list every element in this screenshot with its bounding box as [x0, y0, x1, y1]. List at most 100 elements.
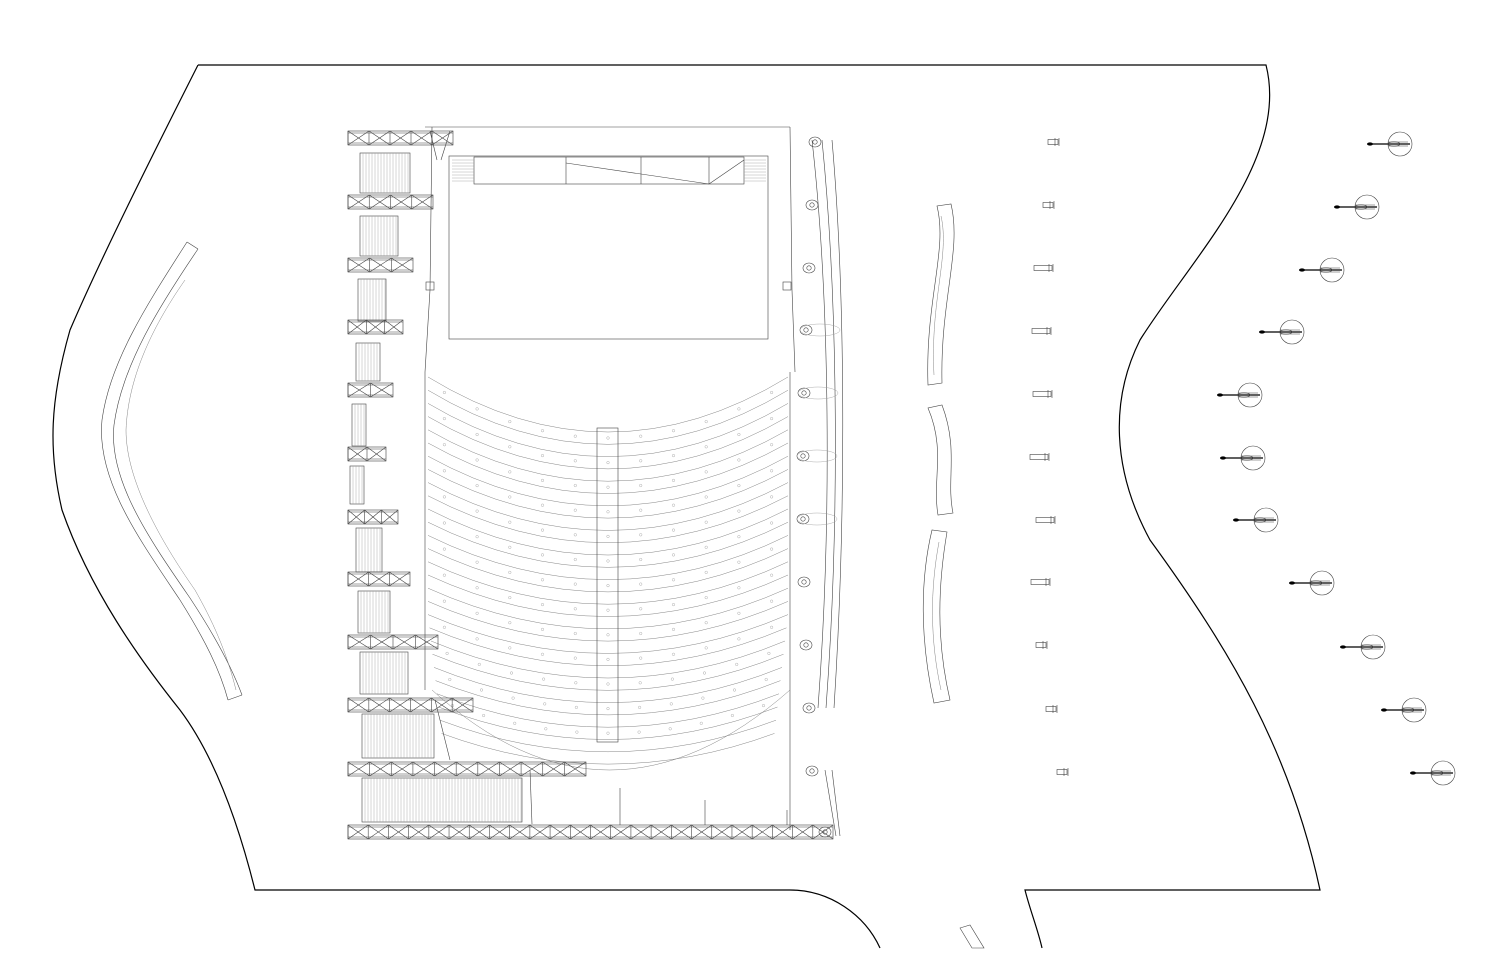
seat-marker	[511, 696, 515, 700]
tree-marker	[1217, 382, 1263, 408]
truss-tower	[347, 571, 411, 634]
site-boundary	[52, 64, 1321, 949]
seat-marker	[442, 625, 446, 629]
column-base	[797, 576, 811, 588]
seat-marker	[541, 578, 545, 582]
seating-row	[427, 521, 789, 568]
lighting-pole	[1042, 201, 1055, 209]
seat-marker	[704, 545, 708, 549]
seat-marker	[475, 407, 479, 411]
truss-tower	[347, 509, 399, 573]
seat-marker	[672, 603, 676, 607]
seat-marker	[606, 534, 610, 538]
seat-marker	[704, 495, 708, 499]
seating-row	[438, 706, 778, 740]
curved-bench-middle-3	[922, 529, 951, 704]
curved-bench-bottom	[959, 924, 985, 949]
seating-rows	[427, 376, 791, 771]
truss-tower	[347, 194, 434, 257]
tree-marker	[1299, 257, 1345, 283]
tree-marker	[1410, 760, 1456, 786]
seat-marker	[508, 420, 512, 424]
seat-marker	[508, 545, 512, 549]
column-base	[805, 765, 819, 777]
seat-marker	[508, 570, 512, 574]
seat-marker	[508, 520, 512, 524]
truss-tower	[347, 382, 394, 447]
truss-tower	[347, 257, 414, 322]
seating-row	[436, 693, 780, 728]
lighting-pole	[1030, 578, 1051, 586]
seating-row	[427, 535, 789, 580]
tree-marker	[1381, 697, 1427, 723]
seating-row	[427, 442, 789, 494]
seat-marker	[606, 657, 610, 661]
seat-marker	[704, 596, 708, 600]
lighting-pole	[1031, 327, 1052, 335]
truss-tower	[347, 130, 454, 194]
seating-row	[435, 680, 781, 716]
seat-marker	[541, 652, 545, 656]
seat-marker	[670, 677, 674, 681]
column-base	[796, 513, 810, 525]
seating-row	[427, 614, 789, 654]
seat-marker	[475, 509, 479, 513]
seat-marker	[770, 625, 774, 629]
seat-marker	[606, 510, 610, 514]
seat-marker	[704, 445, 708, 449]
seat-marker	[574, 681, 578, 685]
seat-marker	[703, 671, 707, 675]
seat-marker	[639, 632, 643, 636]
seat-marker	[480, 688, 484, 692]
column-base	[802, 262, 816, 274]
seating-row	[427, 508, 789, 556]
seat-marker	[606, 559, 610, 563]
tree-markers	[1217, 131, 1456, 786]
seat-marker	[543, 702, 547, 706]
seat-marker	[672, 503, 676, 507]
seat-marker	[573, 632, 577, 636]
seat-marker	[442, 547, 446, 551]
curved-bench-left	[101, 241, 243, 701]
seat-marker	[475, 637, 479, 641]
seat-marker	[451, 704, 455, 708]
seat-marker	[574, 705, 578, 709]
seat-marker	[482, 714, 486, 718]
seat-marker	[770, 417, 774, 421]
seat-marker	[573, 607, 577, 611]
seating-row	[427, 561, 789, 605]
seat-marker	[639, 533, 643, 537]
column-base	[802, 702, 816, 714]
column-base	[796, 450, 810, 462]
seating-row	[433, 667, 783, 703]
seat-marker	[606, 608, 610, 612]
seating-row	[427, 403, 789, 457]
seat-marker	[508, 470, 512, 474]
seat-marker	[770, 599, 774, 603]
seat-marker	[442, 443, 446, 447]
seat-marker	[672, 553, 676, 557]
seat-marker	[770, 521, 774, 525]
column-base	[808, 136, 822, 148]
lighting-pole	[1032, 390, 1053, 398]
seat-marker	[475, 458, 479, 462]
seat-marker	[639, 582, 643, 586]
seat-marker	[737, 484, 741, 488]
center-aisle	[596, 427, 619, 743]
seat-marker	[606, 584, 610, 588]
truss-tower	[347, 634, 439, 695]
seat-marker	[510, 671, 514, 675]
seat-marker	[442, 521, 446, 525]
seat-marker	[541, 478, 545, 482]
seat-marker	[737, 433, 741, 437]
seat-marker	[704, 520, 708, 524]
seating-row	[430, 640, 786, 679]
seat-marker	[639, 434, 643, 438]
seat-marker	[542, 677, 546, 681]
tree-marker	[1340, 634, 1386, 660]
seat-marker	[704, 570, 708, 574]
seat-marker	[770, 495, 774, 499]
seat-marker	[737, 407, 741, 411]
seat-marker	[575, 730, 579, 734]
